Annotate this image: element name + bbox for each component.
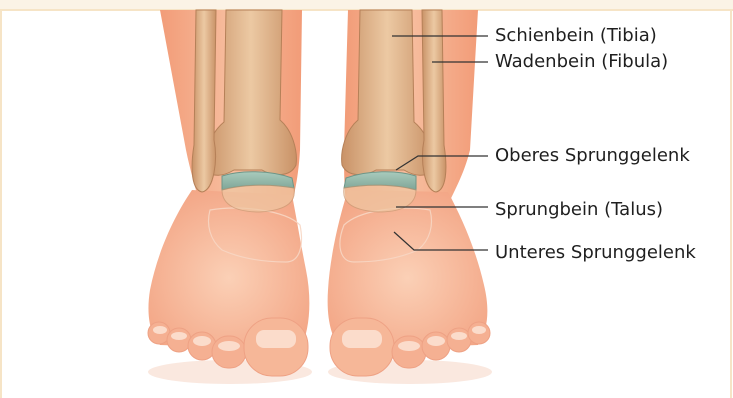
label-lower-ankle-joint: Unteres Sprunggelenk xyxy=(495,242,696,264)
left-foot xyxy=(148,10,312,384)
label-talus: Sprungbein (Talus) xyxy=(495,199,663,221)
label-tibia: Schienbein (Tibia) xyxy=(495,25,657,47)
top-frame-band xyxy=(0,0,733,10)
label-fibula: Wadenbein (Fibula) xyxy=(495,51,668,73)
label-upper-ankle-joint: Oberes Sprunggelenk xyxy=(495,145,690,167)
right-foot xyxy=(328,10,492,384)
